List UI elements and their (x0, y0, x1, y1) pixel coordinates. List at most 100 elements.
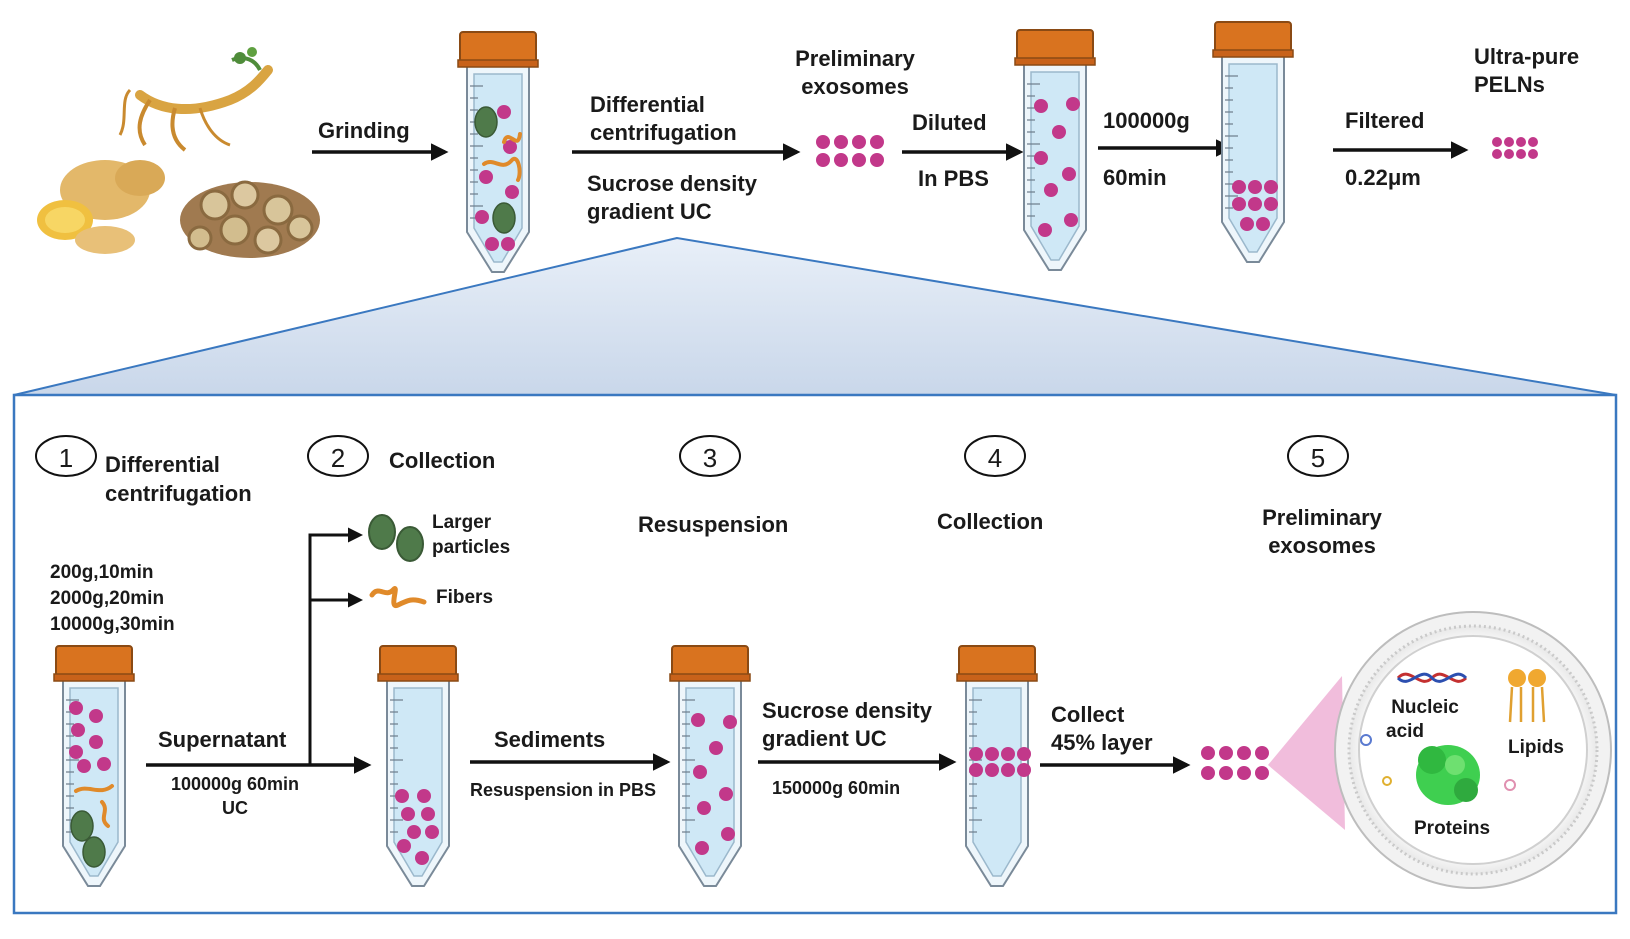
step-3-number: 3 (702, 443, 718, 473)
time-label: 60min (1103, 165, 1167, 190)
exosome-dot (401, 807, 415, 821)
layer-label: 45% layer (1051, 730, 1153, 755)
exosome-dot (1237, 746, 1251, 760)
particle-dot (474, 106, 498, 138)
proteins-label: Proteins (1414, 818, 1491, 839)
exosome-dot (1528, 137, 1538, 147)
step-4-title: Collection (937, 509, 1044, 534)
particle-dot (82, 836, 106, 868)
exosome-dot (475, 210, 489, 224)
dot-clusters-layer (816, 135, 1538, 780)
exosome-dot (1248, 197, 1262, 211)
exosome-dot (69, 701, 83, 715)
exosome-dot (503, 140, 517, 154)
exosome-dot (723, 715, 737, 729)
acid-label: acid (1386, 721, 1425, 742)
diluted-label: Diluted (912, 110, 987, 135)
exosome-dot (1038, 223, 1052, 237)
exosome-dot (852, 135, 866, 149)
exosome-dot (497, 105, 511, 119)
particle-dot (492, 202, 516, 234)
top-arrows (312, 139, 1469, 161)
exosome-dot (1528, 149, 1538, 159)
speed-150-label: 150000g 60min (772, 778, 901, 798)
exosome-dot (870, 135, 884, 149)
supernatant-label: Supernatant (158, 727, 287, 752)
in-pbs-label: In PBS (918, 166, 989, 191)
particles-label: particles (432, 537, 511, 558)
exosome-dot (1219, 766, 1233, 780)
step-5-title-line1: Preliminary (1262, 505, 1382, 530)
resuspension-pbs-label: Resuspension in PBS (470, 780, 657, 800)
step-number-circles (35, 435, 1349, 477)
step-2-title: Collection (389, 448, 496, 473)
tube-cap (1016, 29, 1094, 61)
exosome-dot (1504, 149, 1514, 159)
lipid-icon (1508, 669, 1546, 723)
exosome-dot (1516, 137, 1526, 147)
exosome-vesicle (1334, 611, 1612, 889)
exosome-dot (816, 135, 830, 149)
gradient-uc-label: gradient UC (587, 199, 712, 224)
exosome-dot (719, 787, 733, 801)
exosome-dot (1044, 183, 1058, 197)
larger-particle-icon (396, 526, 424, 562)
exosome-dot (1017, 747, 1031, 761)
pore-size-label: 0.22μm (1345, 165, 1421, 190)
fiber-strand (482, 156, 522, 182)
small-vesicle-icon (1360, 734, 1372, 746)
fibers-label: Fibers (436, 587, 494, 608)
exosome-dot (71, 723, 85, 737)
fiber-strand (74, 784, 114, 793)
exosome-dot (1062, 167, 1076, 181)
exosome-dot (834, 135, 848, 149)
small-vesicle-icon (1504, 779, 1516, 791)
step-5-title-line2: exosomes (1268, 533, 1376, 558)
tubes-layer (53, 21, 1294, 887)
bottom-tube-2 (377, 645, 459, 887)
ultra-pure-label: Ultra-pure (1474, 44, 1580, 69)
bottom-arrows (146, 753, 1191, 774)
bottom-sucrose-density-label: Sucrose density (762, 698, 932, 723)
exosome-dot (693, 765, 707, 779)
exosome-dot (1264, 197, 1278, 211)
exosome-dot (1219, 746, 1233, 760)
dna-icon (1396, 672, 1468, 683)
protein-icon (1416, 745, 1480, 805)
tube-cap (459, 31, 537, 63)
top-tube-crude (457, 31, 539, 273)
step-2-number: 2 (330, 443, 346, 473)
ginger-image (37, 160, 165, 254)
uc-speed-label: 100000g 60min (170, 774, 300, 794)
grinding-label: Grinding (318, 118, 410, 143)
exosome-dot (425, 825, 439, 839)
step5-exosome-cluster (1201, 746, 1269, 780)
fiber-icon (369, 586, 427, 608)
exosome-dot (1001, 747, 1015, 761)
condition-3-label: 10000g,30min (50, 614, 175, 635)
collect-label: Collect (1051, 702, 1125, 727)
tube-cap (958, 645, 1036, 677)
fiber-strand (100, 800, 110, 828)
exosome-dot (1492, 149, 1502, 159)
step-1-title-line1: Differential (105, 452, 220, 477)
exosome-dot (721, 827, 735, 841)
condition-2-label: 2000g,20min (50, 588, 165, 609)
exosome-dot (969, 763, 983, 777)
exosome-dot (816, 153, 830, 167)
exosome-dot (695, 841, 709, 855)
exosome-dot (1052, 125, 1066, 139)
uc-label: UC (222, 798, 248, 818)
exosome-dot (985, 763, 999, 777)
pelns-label: PELNs (1474, 72, 1545, 97)
preliminary-label: Preliminary (795, 46, 915, 71)
exosome-dot (69, 745, 83, 759)
tube-cap (671, 645, 749, 677)
top-tube-diluted (1014, 29, 1096, 271)
step-3-title: Resuspension (638, 512, 789, 537)
exosome-dot (417, 789, 431, 803)
exosome-dot (1232, 197, 1246, 211)
tube-cap (1214, 21, 1292, 53)
speed-label: 100000g (1103, 108, 1190, 133)
exosome-dot (852, 153, 866, 167)
